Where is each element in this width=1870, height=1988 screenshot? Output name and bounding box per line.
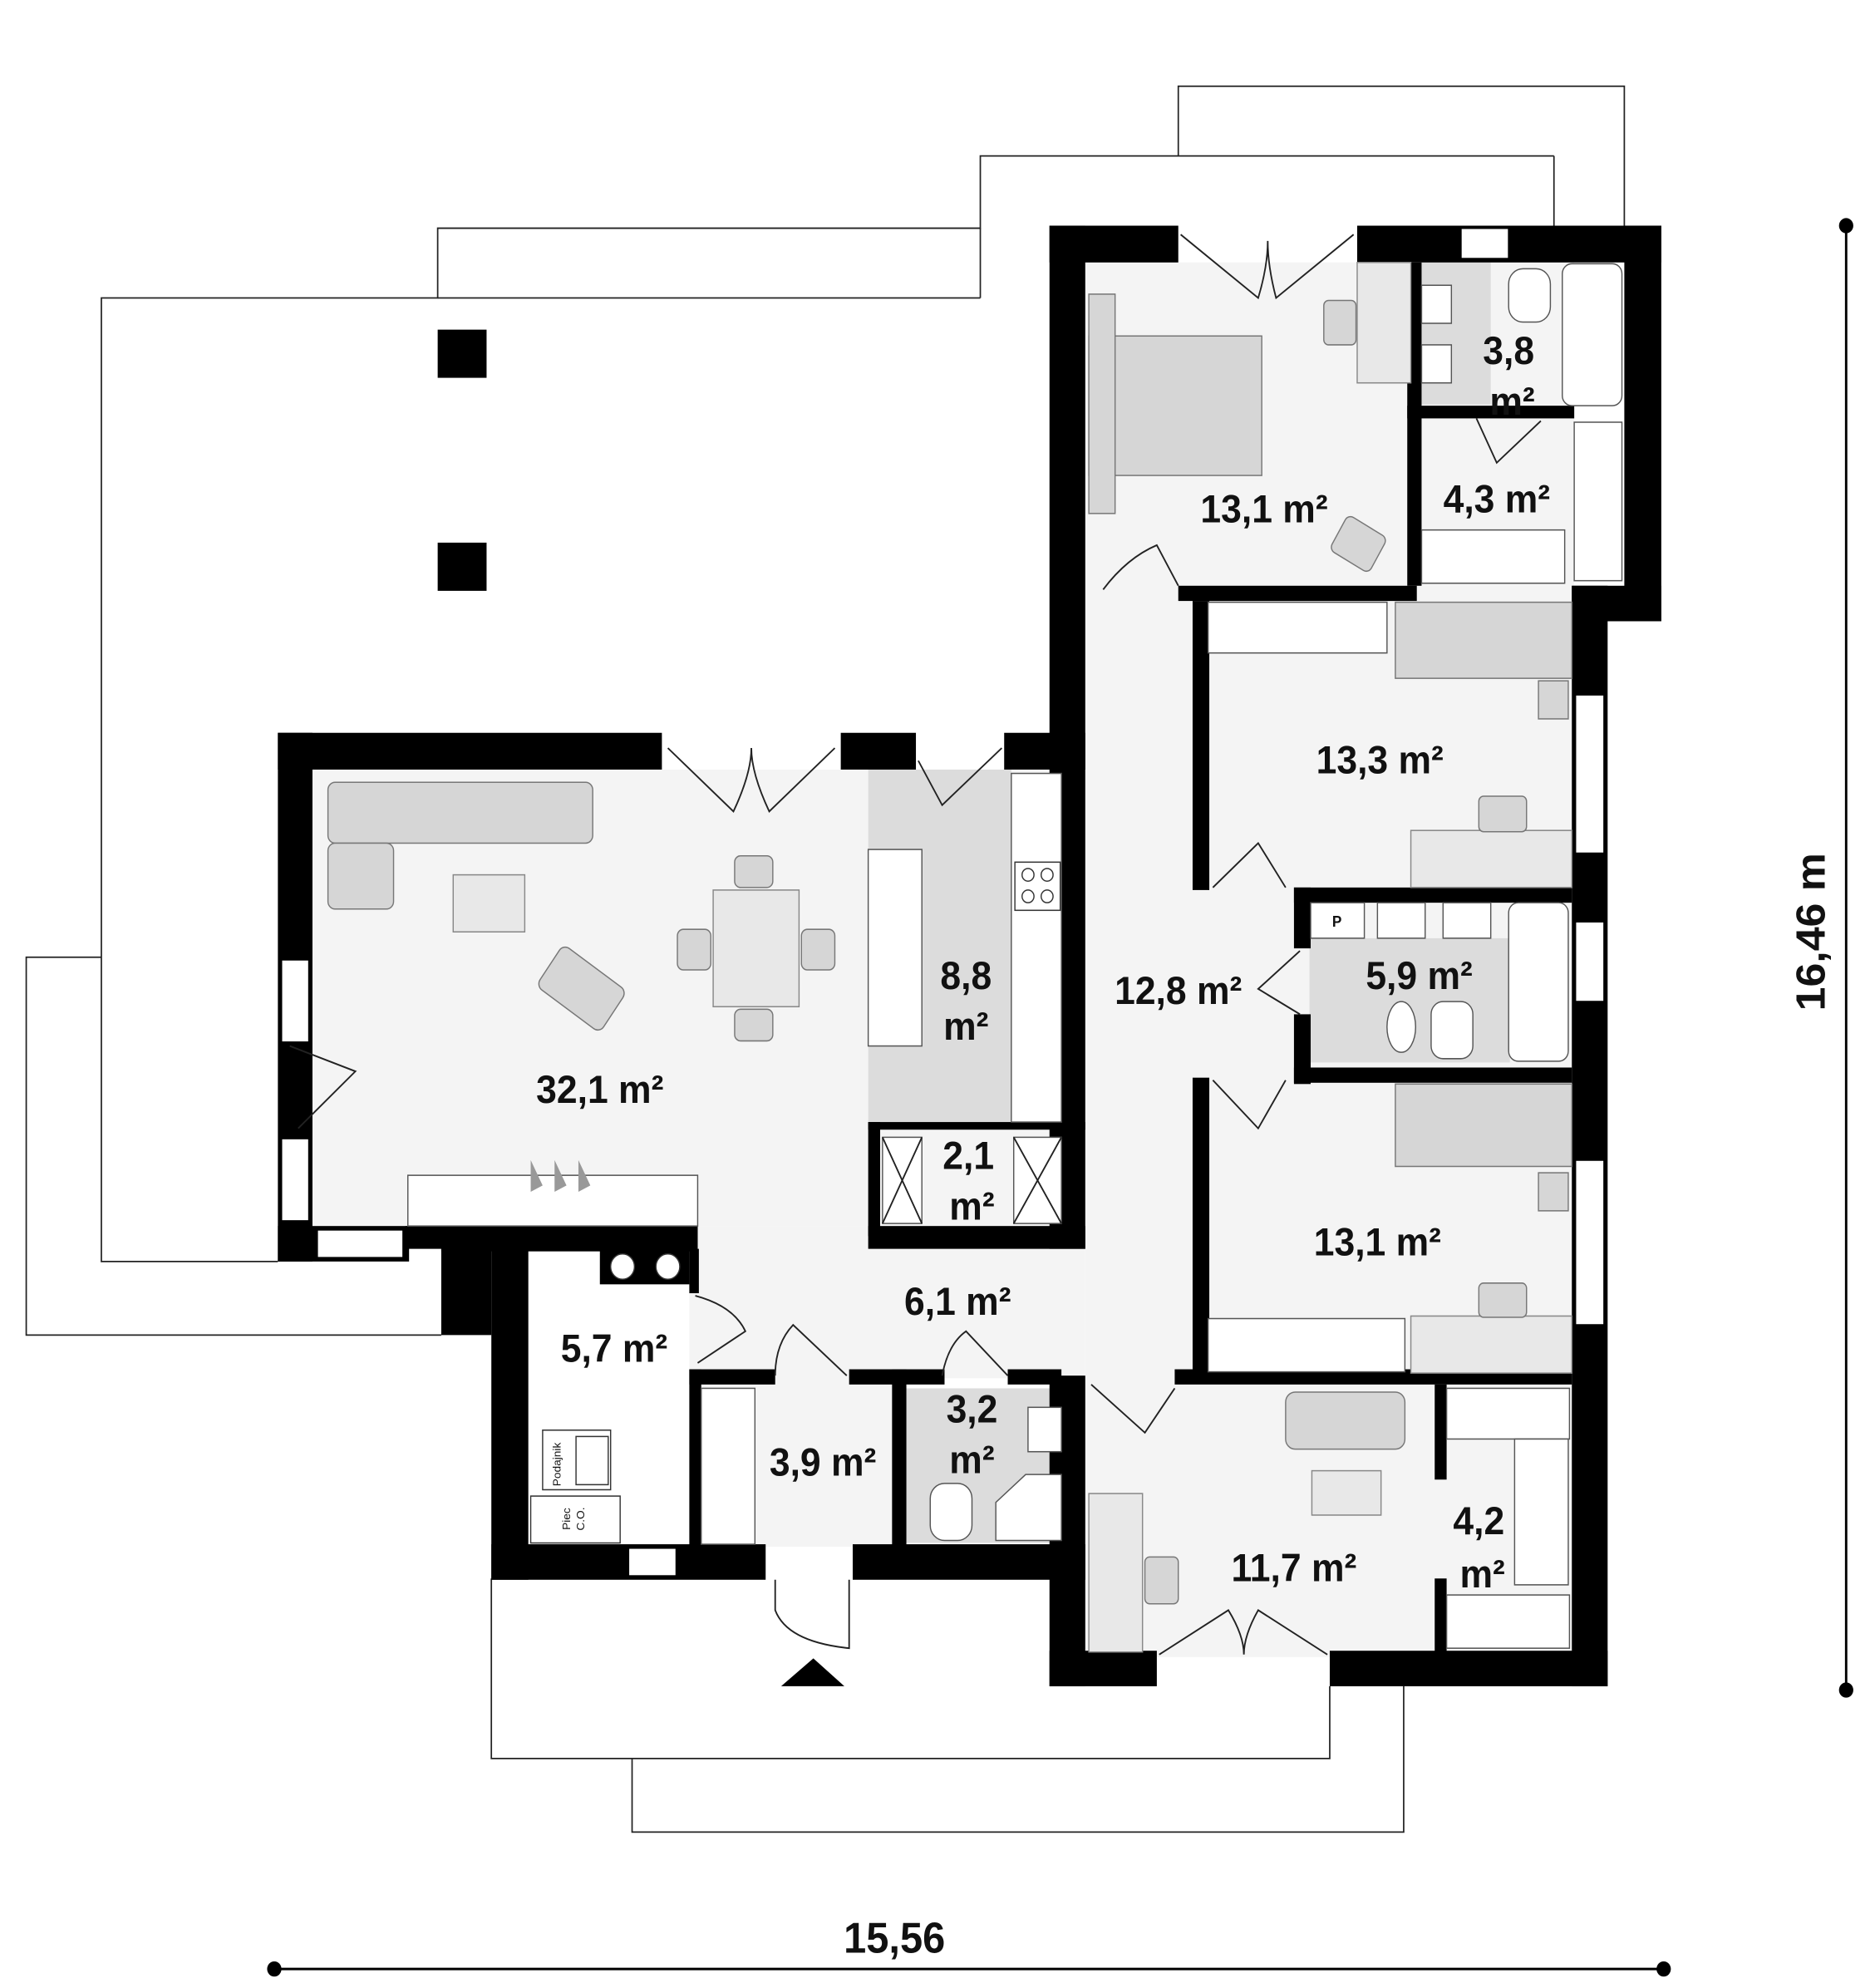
furniture bbox=[327, 262, 1623, 1653]
room-area-bedroom-4: 11,7 m² bbox=[1232, 1545, 1357, 1590]
room-area-living: 32,1 m² bbox=[536, 1067, 663, 1112]
entrance-arrow-icon bbox=[780, 1658, 844, 1686]
room-area-closet-unit: m² bbox=[1459, 1552, 1504, 1597]
cooktop-icon bbox=[1014, 861, 1061, 912]
room-area-entry-hall: 6,1 m² bbox=[904, 1279, 1011, 1324]
room-area-master-bedroom: 13,1 m² bbox=[1200, 486, 1327, 531]
room-area-vestibule: 3,9 m² bbox=[770, 1439, 877, 1484]
doors bbox=[289, 234, 1542, 1656]
p-label: P bbox=[1332, 913, 1342, 931]
room-area-wc-unit: m² bbox=[949, 1437, 994, 1482]
width-dimension: 15,56 bbox=[267, 1913, 1671, 1977]
boiler-label: Piec bbox=[560, 1508, 573, 1530]
room-area-kitchen: 8,8 bbox=[940, 953, 992, 998]
room-area-boiler-room: 5,7 m² bbox=[561, 1326, 668, 1370]
room-area-ensuite: 3,8 bbox=[1483, 328, 1534, 373]
room-area-pantry: 2,1 bbox=[942, 1133, 994, 1178]
room-area-wc: 3,2 bbox=[947, 1386, 998, 1431]
room-area-closet: 4,2 bbox=[1453, 1498, 1504, 1543]
windows bbox=[280, 227, 1605, 1577]
room-area-bathroom: 5,9 m² bbox=[1366, 953, 1473, 998]
feeder-label: Podajnik bbox=[551, 1442, 563, 1486]
room-area-bedroom-2: 13,3 m² bbox=[1316, 737, 1444, 782]
roof-outline bbox=[25, 85, 1626, 1833]
width-label: 15,56 bbox=[844, 1913, 945, 1962]
room-area-hall: 12,8 m² bbox=[1115, 968, 1242, 1013]
room-area-master-closet: 4,3 m² bbox=[1444, 476, 1551, 521]
room-area-kitchen-unit: m² bbox=[943, 1004, 988, 1049]
height-dimension: 16,46 m bbox=[1788, 218, 1853, 1698]
pillar bbox=[437, 542, 487, 591]
boiler-label-2: C.O. bbox=[574, 1507, 587, 1530]
boiler-fans bbox=[599, 1248, 690, 1285]
room-area-pantry-unit: m² bbox=[949, 1183, 994, 1228]
pillar bbox=[437, 329, 487, 378]
room-area-bedroom-3: 13,1 m² bbox=[1314, 1219, 1441, 1264]
room-area-ensuite-unit: m² bbox=[1489, 379, 1534, 424]
room-labels: 32,1 m² 8,8 m² 2,1 m² 12,8 m² 5,9 m² 13,… bbox=[536, 328, 1550, 1597]
height-label: 16,46 m bbox=[1788, 853, 1833, 1011]
